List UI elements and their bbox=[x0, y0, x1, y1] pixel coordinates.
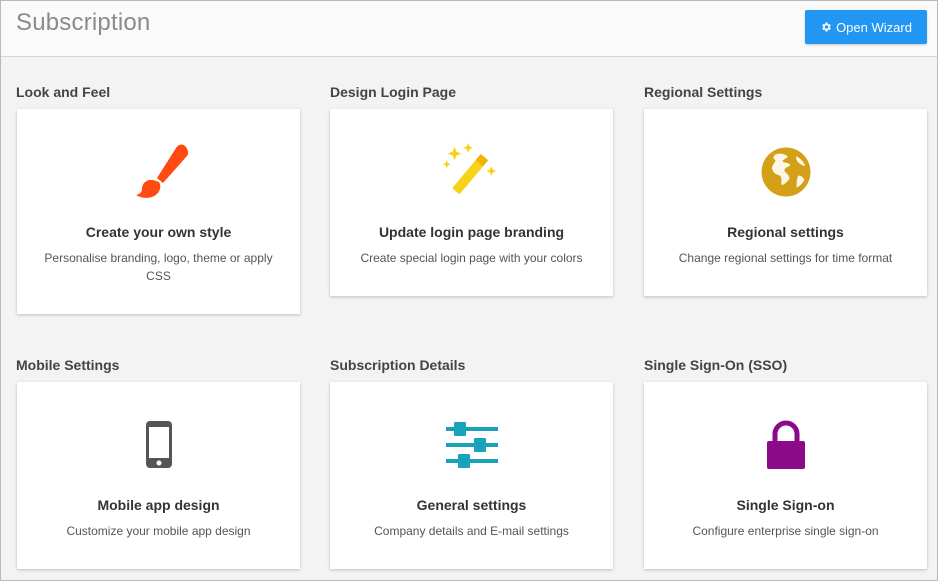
section-title-single-sign-on: Single Sign-On (SSO) bbox=[644, 357, 788, 373]
sliders-icon bbox=[445, 422, 498, 468]
lock-icon bbox=[766, 420, 805, 469]
card-title: Regional settings bbox=[727, 224, 844, 240]
open-wizard-label: Open Wizard bbox=[836, 19, 912, 35]
card-title: Single Sign-on bbox=[736, 497, 835, 513]
card-description: Change regional settings for time format bbox=[678, 251, 893, 265]
globe-icon bbox=[761, 147, 810, 197]
card-description: Create special login page with your colo… bbox=[360, 251, 583, 265]
card-description: Personalise branding, logo, theme or app… bbox=[44, 251, 273, 283]
section-title-design-login-page: Design Login Page bbox=[330, 84, 457, 100]
section-title-subscription-details: Subscription Details bbox=[330, 357, 466, 373]
section-title-mobile-settings: Mobile Settings bbox=[16, 357, 120, 373]
open-wizard-button[interactable]: Open Wizard bbox=[805, 10, 927, 44]
card-title: Mobile app design bbox=[97, 497, 220, 513]
card-single-sign-on[interactable]: Single Sign-on Configure enterprise sing… bbox=[644, 382, 927, 569]
gear-icon bbox=[822, 22, 831, 32]
page-header: Subscription Open Wizard bbox=[1, 1, 937, 57]
mobile-phone-icon bbox=[145, 421, 172, 468]
card-title: Create your own style bbox=[85, 224, 232, 240]
card-title: Update login page branding bbox=[378, 224, 565, 240]
section-title-look-and-feel: Look and Feel bbox=[16, 84, 111, 100]
card-description: Configure enterprise single sign-on bbox=[692, 524, 879, 538]
page-title: Subscription bbox=[16, 9, 151, 36]
magic-wand-icon bbox=[442, 142, 496, 194]
card-look-and-feel[interactable]: Create your own style Personalise brandi… bbox=[17, 109, 300, 314]
paint-brush-icon bbox=[135, 144, 188, 198]
card-mobile-settings[interactable]: Mobile app design Customize your mobile … bbox=[17, 382, 300, 569]
card-description: Customize your mobile app design bbox=[66, 524, 251, 538]
card-title: General settings bbox=[416, 497, 527, 513]
card-design-login-page[interactable]: Update login page branding Create specia… bbox=[330, 109, 613, 296]
section-title-regional-settings: Regional Settings bbox=[644, 84, 763, 100]
card-regional-settings[interactable]: Regional settings Change regional settin… bbox=[644, 109, 927, 296]
card-subscription-details[interactable]: General settings Company details and E-m… bbox=[330, 382, 613, 569]
card-description: Company details and E-mail settings bbox=[374, 524, 569, 538]
